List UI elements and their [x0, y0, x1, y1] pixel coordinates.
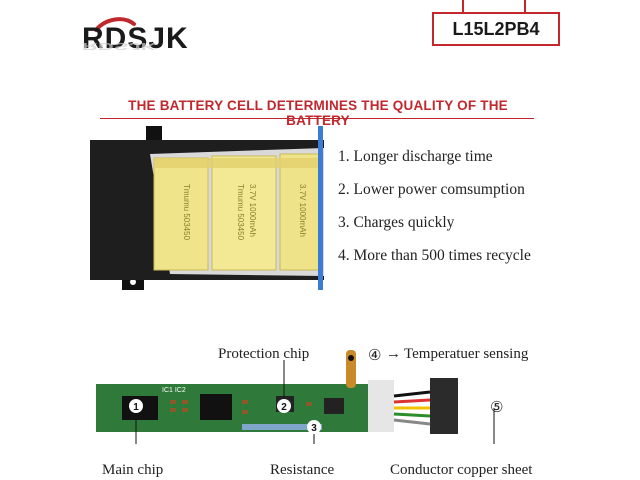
brand-logo-reflection: RDSJK: [82, 40, 157, 52]
feature-item: 2. Lower power comsumption: [338, 181, 525, 198]
battery-cell-photo: Tmumu 503450 Tmumu 503450 3.7V 1000mAh 3…: [90, 126, 324, 290]
label-resistance: Resistance: [270, 462, 335, 478]
label-conductor-copper-sheet: Conductor copper sheet: [390, 462, 533, 478]
feature-item: 3. Charges quickly: [338, 214, 455, 231]
marker-resistance: 3: [311, 423, 317, 434]
headline-rule: [100, 118, 534, 119]
model-line-right: [524, 0, 526, 14]
model-line-left: [462, 0, 464, 14]
temperature-marker: ④: [368, 348, 382, 364]
model-number-label: L15L2PB4: [432, 12, 560, 46]
marker-protection-chip: 2: [281, 402, 287, 413]
svg-text:3.7V 1000mAh: 3.7V 1000mAh: [248, 184, 257, 237]
svg-text:IC1 IC2: IC1 IC2: [162, 387, 186, 394]
arrow-icon: →: [386, 346, 401, 362]
svg-text:Tmumu 503450: Tmumu 503450: [182, 184, 191, 241]
svg-text:3.7V 1000mAh: 3.7V 1000mAh: [298, 184, 307, 237]
feature-item: 4. More than 500 times recycle: [338, 247, 531, 264]
protection-circuit-board: IC1 IC2 1 2 3: [96, 350, 495, 444]
headline: THE BATTERY CELL DETERMINES THE QUALITY …: [128, 98, 508, 128]
svg-text:Tmumu 503450: Tmumu 503450: [236, 184, 245, 241]
label-temperature-sensing: Temperatuer sensing: [404, 346, 529, 362]
label-protection-chip: Protection chip: [218, 346, 310, 362]
brand-logo: [94, 17, 136, 32]
label-main-chip: Main chip: [102, 462, 164, 478]
marker-main-chip: 1: [133, 402, 139, 413]
cell-group: [153, 153, 323, 271]
conductor-marker: ⑤: [490, 400, 504, 416]
brand-logo-text: RDSJK: [82, 22, 189, 55]
feature-item: 1. Longer discharge time: [338, 148, 493, 165]
